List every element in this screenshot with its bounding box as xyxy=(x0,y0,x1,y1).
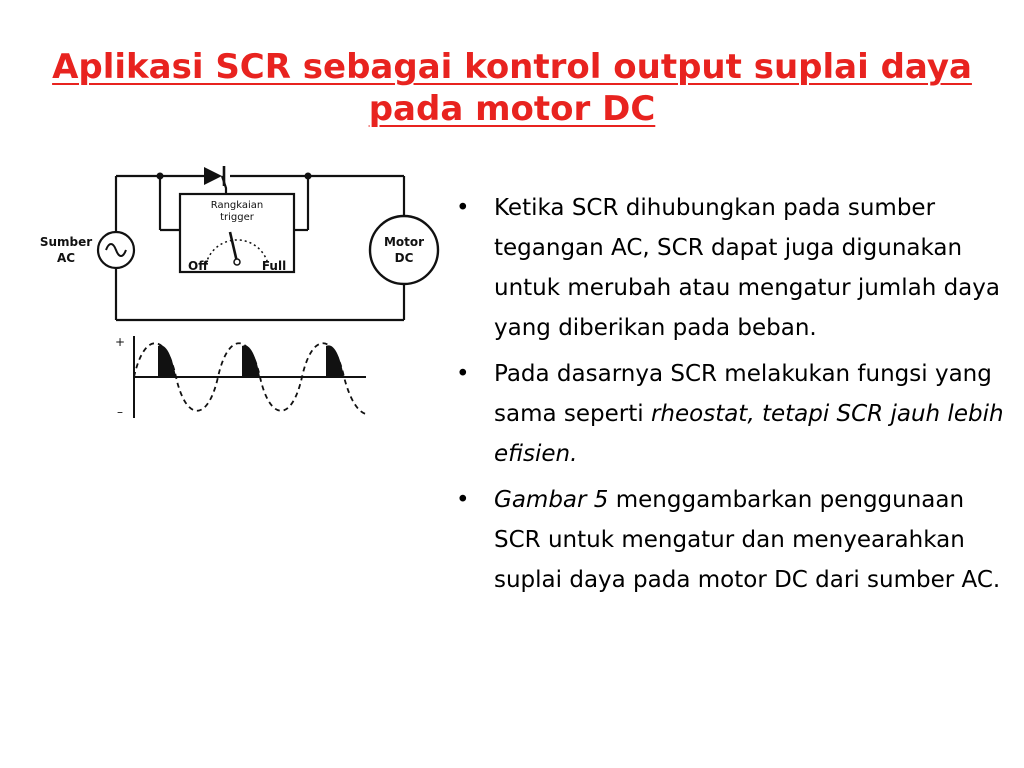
bullet-item-2: Pada dasarnya SCR melakukan fungsi yang … xyxy=(456,354,1008,474)
output-waveform: + – xyxy=(115,335,367,419)
source-label-line1: Sumber xyxy=(40,235,92,249)
bullet-2-text: Pada dasarnya SCR melakukan fungsi yang … xyxy=(494,361,992,427)
trigger-label-line1: Rangkaian xyxy=(211,200,264,211)
bullet-item-3: Gambar 5 menggambarkan penggunaan SCR un… xyxy=(456,480,1008,600)
trigger-circuit-box: Rangkaian trigger Off Full xyxy=(178,192,296,274)
plus-label: + xyxy=(115,335,125,349)
junction-dot-right xyxy=(304,172,312,180)
junction-dot-left xyxy=(156,172,164,180)
motor-label-line2: DC xyxy=(395,251,414,265)
title-line-2: pada motor DC xyxy=(368,89,656,129)
scr-circuit-diagram: Sumber AC Rangkaian trigger Off Full Mot… xyxy=(40,166,440,419)
bullet-list: Ketika SCR dihubungkan pada sumber tegan… xyxy=(456,188,1008,606)
bullet-1-text: Ketika SCR dihubungkan pada sumber tegan… xyxy=(494,195,1000,341)
conduction-pulse-2 xyxy=(242,345,260,377)
trigger-label-line2: trigger xyxy=(220,212,255,223)
motor-dc-icon xyxy=(368,214,440,286)
conduction-pulse-1 xyxy=(158,345,176,377)
bullet-item-1: Ketika SCR dihubungkan pada sumber tegan… xyxy=(456,188,1008,348)
motor-label-line1: Motor xyxy=(384,235,424,249)
slide-title: Aplikasi SCR sebagai kontrol output supl… xyxy=(40,46,984,130)
bullet-2-italic: rheostat, tetapi SCR jauh lebih efisien. xyxy=(494,401,1004,467)
minus-label: – xyxy=(117,405,123,419)
source-label-line2: AC xyxy=(57,251,75,265)
bullet-3-text: menggambarkan penggunaan SCR untuk menga… xyxy=(494,487,1001,593)
ac-source-icon xyxy=(96,230,136,270)
title-line-1: Aplikasi SCR sebagai kontrol output supl… xyxy=(52,47,972,87)
bullet-3-italic: Gambar 5 xyxy=(494,487,609,513)
scr-symbol xyxy=(204,166,226,186)
full-label: Full xyxy=(262,259,286,273)
conduction-pulse-3 xyxy=(326,345,344,377)
off-label: Off xyxy=(188,259,208,273)
dial-gauge-icon xyxy=(205,231,269,266)
